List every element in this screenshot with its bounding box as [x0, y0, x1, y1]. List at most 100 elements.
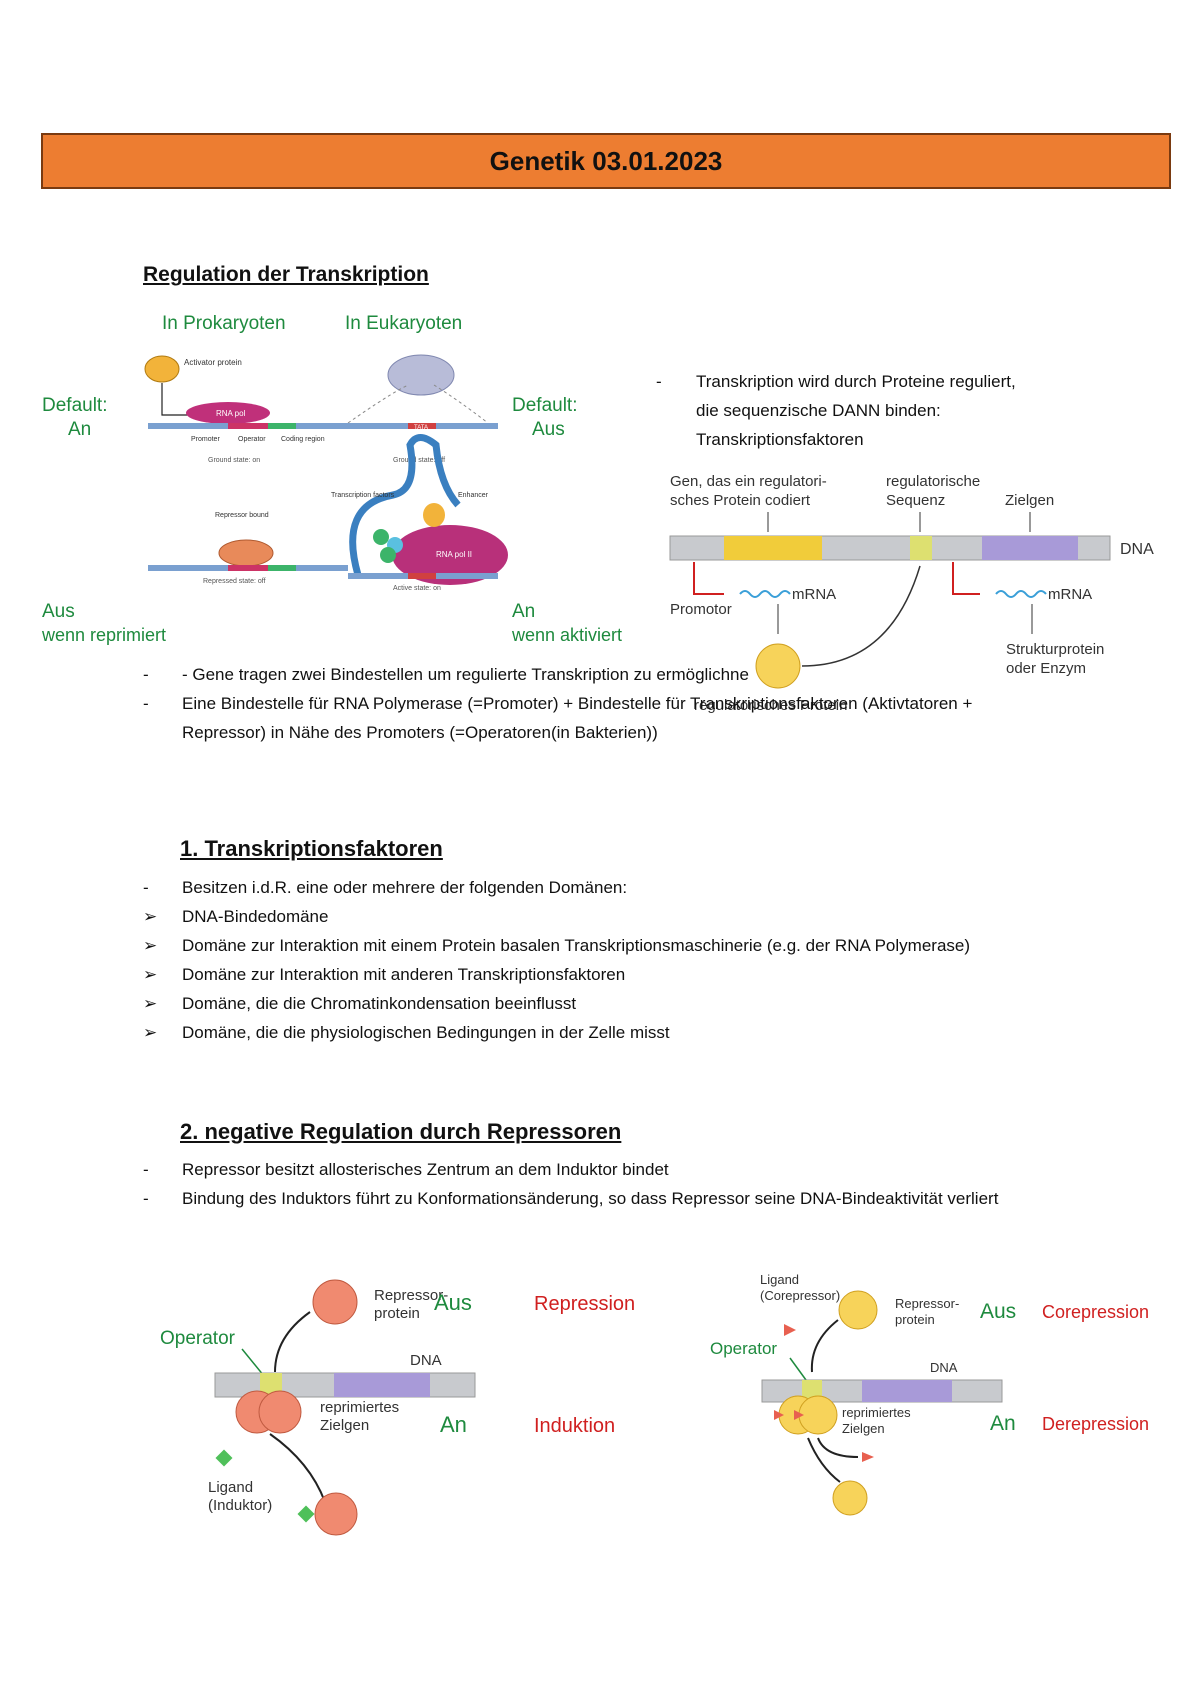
ligand-shape-a — [215, 1449, 233, 1467]
label-an: An — [512, 601, 535, 622]
operator-label-b: Operator — [710, 1339, 777, 1358]
reprim-label-b1: reprimiertes — [842, 1405, 911, 1420]
target-gene-b — [862, 1380, 952, 1402]
mrna-label-1: mRNA — [792, 586, 836, 603]
list-item: ➢Domäne, die die physiologischen Bedingu… — [143, 1023, 670, 1042]
label-aus: Aus — [42, 601, 75, 622]
aus-b: Aus — [980, 1300, 1016, 1323]
nucleosome-shape — [387, 354, 455, 396]
gen-label-1: Gen, das ein regulatori- — [670, 473, 827, 490]
reg-protein-label: regulatorisches Protein — [694, 697, 847, 714]
dna-loop — [349, 434, 461, 576]
tata-segment-2 — [408, 573, 436, 579]
list-item: - - Gene tragen zwei Bindestellen um reg… — [143, 665, 749, 684]
prok-euk-figure: In Prokaryoten In Eukaryoten Default: An… — [41, 313, 622, 645]
repression-figure: Repressor- protein Aus Repression Operat… — [160, 1279, 635, 1536]
ground-off-label: Ground state: off — [393, 457, 445, 464]
section-2-heading: 2. negative Regulation durch Repressoren — [180, 1119, 622, 1144]
label-prokaryoten: In Prokaryoten — [162, 313, 286, 334]
repressor-protein-b — [838, 1290, 878, 1330]
rna-pol2-label: RNA pol II — [436, 550, 472, 559]
repression-label: Repression — [534, 1293, 635, 1315]
dna-label: DNA — [1120, 541, 1154, 558]
mrna-wave-2 — [995, 590, 1047, 598]
list-item: ➢DNA-Bindedomäne — [143, 907, 329, 926]
promotor-arrow-right — [952, 562, 980, 595]
label-an-sub: wenn aktiviert — [511, 625, 622, 645]
gen-label-2: sches Protein codiert — [670, 492, 811, 509]
corepression-figure: Ligand (Corepressor) Repressor- protein … — [710, 1272, 1149, 1516]
repressor-protein-a — [312, 1279, 358, 1325]
dna-label-b: DNA — [930, 1360, 958, 1375]
section-1-list: -Besitzen i.d.R. eine oder mehrere der f… — [143, 873, 1023, 1047]
aus-a: Aus — [434, 1290, 472, 1315]
struktur-label-2: oder Enzym — [1006, 660, 1086, 677]
label-aus-sub: wenn reprimiert — [41, 625, 166, 645]
dna-label-a: DNA — [410, 1352, 442, 1369]
reg-seq-label-1: regulatorische — [886, 473, 980, 490]
bound-repressor-a2 — [258, 1390, 302, 1434]
right-bullet-text: Transkription wird durch Proteine reguli… — [696, 372, 1016, 449]
list-item: ➢Domäne zur Interaktion mit anderen Tran… — [143, 965, 626, 984]
reprim-label-a1: reprimiertes — [320, 1399, 399, 1416]
corepressor-bound-1 — [774, 1410, 784, 1420]
target-gene-block — [982, 536, 1078, 560]
regulation-bullets: - - Gene tragen zwei Bindestellen um reg… — [143, 660, 993, 747]
ground-on-label: Ground state: on — [208, 457, 260, 464]
mrna-label-2: mRNA — [1048, 586, 1092, 603]
reg-seq-block — [910, 536, 932, 560]
list-item: - Eine Bindestelle für RNA Polymerase (=… — [143, 694, 973, 742]
operator-segment-2 — [228, 565, 268, 571]
corepression-label: Corepression — [1042, 1302, 1149, 1322]
list-item: -Bindung des Induktors führt zu Konforma… — [143, 1189, 999, 1208]
repressor-bound-label: Repressor bound — [215, 512, 269, 519]
operator-segment — [228, 423, 268, 429]
repressor-label-a2: protein — [374, 1305, 420, 1322]
regulator-gene-block — [724, 536, 822, 560]
tata-label: TATA — [414, 425, 428, 431]
label-default-right-val: Aus — [532, 419, 565, 440]
bound-repressor-b2 — [798, 1395, 838, 1435]
repressor-label-a1: Repressor- — [374, 1287, 448, 1304]
derepression-label: Derepression — [1042, 1414, 1149, 1434]
promotor-label: Promotor — [670, 601, 732, 618]
an-a: An — [440, 1412, 467, 1437]
list-item: -Besitzen i.d.R. eine oder mehrere der f… — [143, 878, 628, 897]
target-gene-a — [334, 1373, 430, 1397]
ligand-bound-shape-a — [297, 1505, 315, 1523]
rna-pol2-shape — [392, 525, 508, 585]
enhancer-label: Enhancer — [458, 492, 489, 499]
zielgen-label: Zielgen — [1005, 492, 1054, 509]
section-2-list: -Repressor besitzt allosterisches Zentru… — [143, 1155, 1023, 1213]
enhancer-protein — [423, 503, 445, 527]
title-bar: Genetik 03.01.2023 — [41, 133, 1171, 189]
induction-arrow — [269, 1433, 326, 1503]
corepressor-shape-b — [784, 1324, 796, 1336]
ligand-label-a1: Ligand — [208, 1479, 253, 1496]
operator-pointer-b — [789, 1357, 807, 1381]
reprim-label-b2: Zielgen — [842, 1421, 885, 1436]
list-item: ➢Domäne zur Interaktion mit einem Protei… — [143, 936, 971, 955]
repressor-label-b2: protein — [895, 1312, 935, 1327]
promoter-label: Promoter — [191, 436, 220, 443]
struktur-label-1: Strukturprotein — [1006, 641, 1104, 658]
label-default-right: Default: — [512, 395, 577, 416]
rna-pol-shape — [186, 402, 270, 424]
operator-label-a: Operator — [160, 1328, 236, 1349]
release-arrow-b — [817, 1437, 859, 1458]
reprim-label-a2: Zielgen — [320, 1417, 369, 1434]
activator-arrow — [161, 383, 188, 416]
repressor-arrow-b — [810, 1319, 839, 1373]
activator-protein-shape — [144, 355, 180, 383]
gene-regulation-figure: Gen, das ein regulatori- sches Protein c… — [669, 473, 1154, 714]
list-item: ➢Domäne, die die Chromatinkondensation b… — [143, 994, 577, 1013]
coding-segment-2 — [268, 565, 296, 571]
free-repressor-a — [314, 1492, 358, 1536]
active-on-label: Active state: on — [393, 585, 441, 592]
chromatin-strand — [347, 384, 489, 424]
an-b: An — [990, 1412, 1016, 1435]
repressed-off-label: Repressed state: off — [203, 578, 266, 585]
tata-segment — [408, 423, 436, 429]
operator-pointer-a — [241, 1348, 265, 1377]
label-default-left-val: An — [68, 419, 91, 440]
